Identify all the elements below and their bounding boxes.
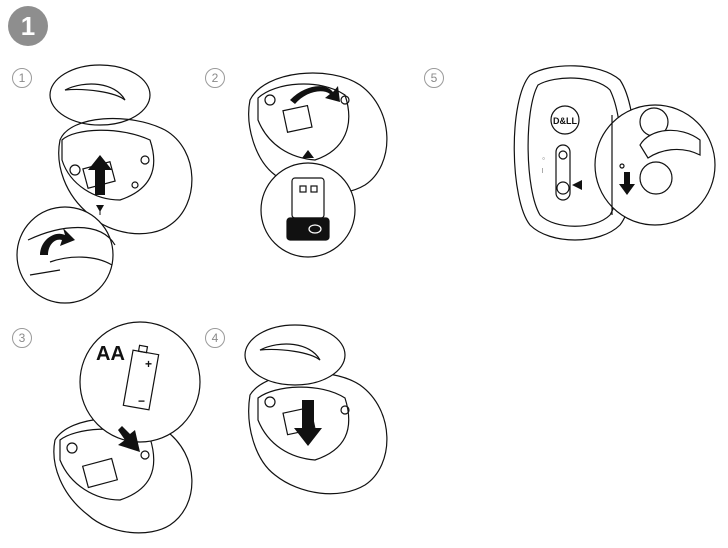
step-badge-3: 3 bbox=[12, 328, 32, 348]
up-arrow bbox=[88, 155, 112, 195]
logo-circle bbox=[550, 105, 580, 135]
mouse-base-outline-2 bbox=[248, 72, 388, 195]
mouse-top-cover-4 bbox=[244, 324, 346, 386]
compartment-2 bbox=[257, 83, 350, 161]
svg-text:○: ○ bbox=[542, 156, 545, 162]
mouse-top-cover bbox=[49, 64, 151, 126]
battery-plus: + bbox=[145, 357, 152, 371]
battery-type-label: AA bbox=[96, 343, 125, 365]
step-badge-1: 1 bbox=[12, 68, 32, 88]
insert-arrow bbox=[118, 426, 140, 452]
curved-arrow bbox=[40, 228, 75, 255]
battery-zoom-circle bbox=[79, 321, 201, 443]
dongle-slot bbox=[282, 104, 313, 133]
svg-text:|: | bbox=[542, 168, 543, 174]
zoom-circle bbox=[16, 206, 114, 304]
battery-compartment bbox=[61, 129, 155, 201]
brand-logo: D&LL bbox=[553, 116, 577, 126]
step-badge-5: 5 bbox=[424, 68, 444, 88]
step-badge-4: 4 bbox=[205, 328, 225, 348]
dongle-zoom-circle bbox=[260, 162, 356, 258]
curved-arrow-2 bbox=[290, 86, 340, 104]
main-step-badge: 1 bbox=[8, 6, 48, 46]
battery-minus: − bbox=[138, 394, 145, 408]
step-badge-2: 2 bbox=[205, 68, 225, 88]
down-arrow bbox=[294, 400, 322, 446]
usb-receiver-body bbox=[286, 217, 330, 241]
switch-down-arrow bbox=[619, 172, 635, 195]
switch-zoom-circle bbox=[594, 104, 716, 226]
mouse-bottom-outline bbox=[513, 65, 636, 241]
mouse-base-outline bbox=[58, 117, 193, 235]
